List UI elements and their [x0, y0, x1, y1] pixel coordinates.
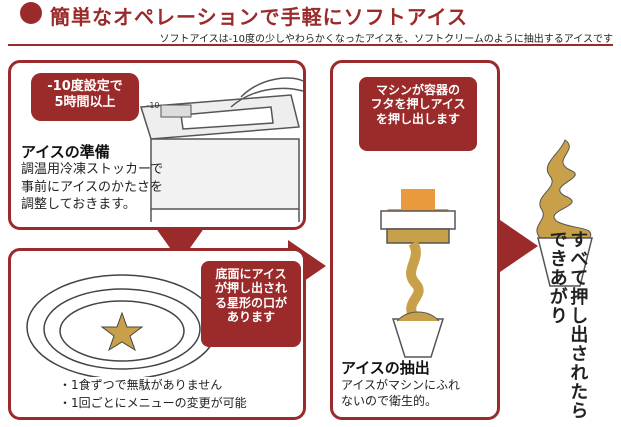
right-arrow-icon-2 — [500, 220, 538, 272]
prep-description: 調温用冷凍ストッカーで 事前にアイスのかたさを 調整しておきます。 — [21, 162, 164, 213]
temperature-badge: -10度設定で 5時間以上 — [31, 73, 139, 121]
extraction-illustration — [380, 189, 456, 358]
panel-extract: マシンが容器の フタを押しアイス を押し出します アイスの抽出 アイスがマシンに… — [330, 60, 500, 420]
page-subtitle: ソフトアイスは-10度の少しやわらかくなったアイスを、ソフトクリームのように抽出… — [159, 34, 613, 45]
star-callout: 底面にアイス が押し出され る星形の口が あります — [201, 261, 301, 347]
bullet-no-waste: ・1食ずつで無駄がありません — [59, 378, 223, 392]
finished-soft-ice-illustration — [536, 139, 593, 287]
temperature-display: -10 — [146, 101, 160, 110]
extract-callout: マシンが容器の フタを押しアイス を押し出します — [359, 77, 477, 151]
header-divider — [8, 44, 613, 46]
bullet-menu-change: ・1回ごとにメニューの変更が可能 — [59, 396, 247, 410]
down-arrow-icon — [150, 220, 210, 262]
final-caption: すべて押し出されたら できあがり — [546, 230, 589, 420]
panel-prep: -10 -10度設定で 5時間以上 アイスの準備 調温用冷凍ストッカーで 事前に… — [8, 60, 306, 230]
panel-star: 底面にアイス が押し出され る星形の口が あります ・1食ずつで無駄がありません… — [8, 248, 306, 420]
container-bottom-illustration — [26, 274, 217, 377]
extract-description: アイスがマシンにふれ ないので衛生的。 — [341, 378, 461, 409]
freezer-illustration — [140, 77, 304, 222]
star-icon — [100, 311, 144, 352]
prep-heading: アイスの準備 — [21, 143, 110, 161]
page-title: 簡単なオペレーションで手軽にソフトアイス — [50, 5, 468, 29]
extract-heading: アイスの抽出 — [341, 359, 430, 377]
header-bullet-icon — [20, 2, 42, 24]
